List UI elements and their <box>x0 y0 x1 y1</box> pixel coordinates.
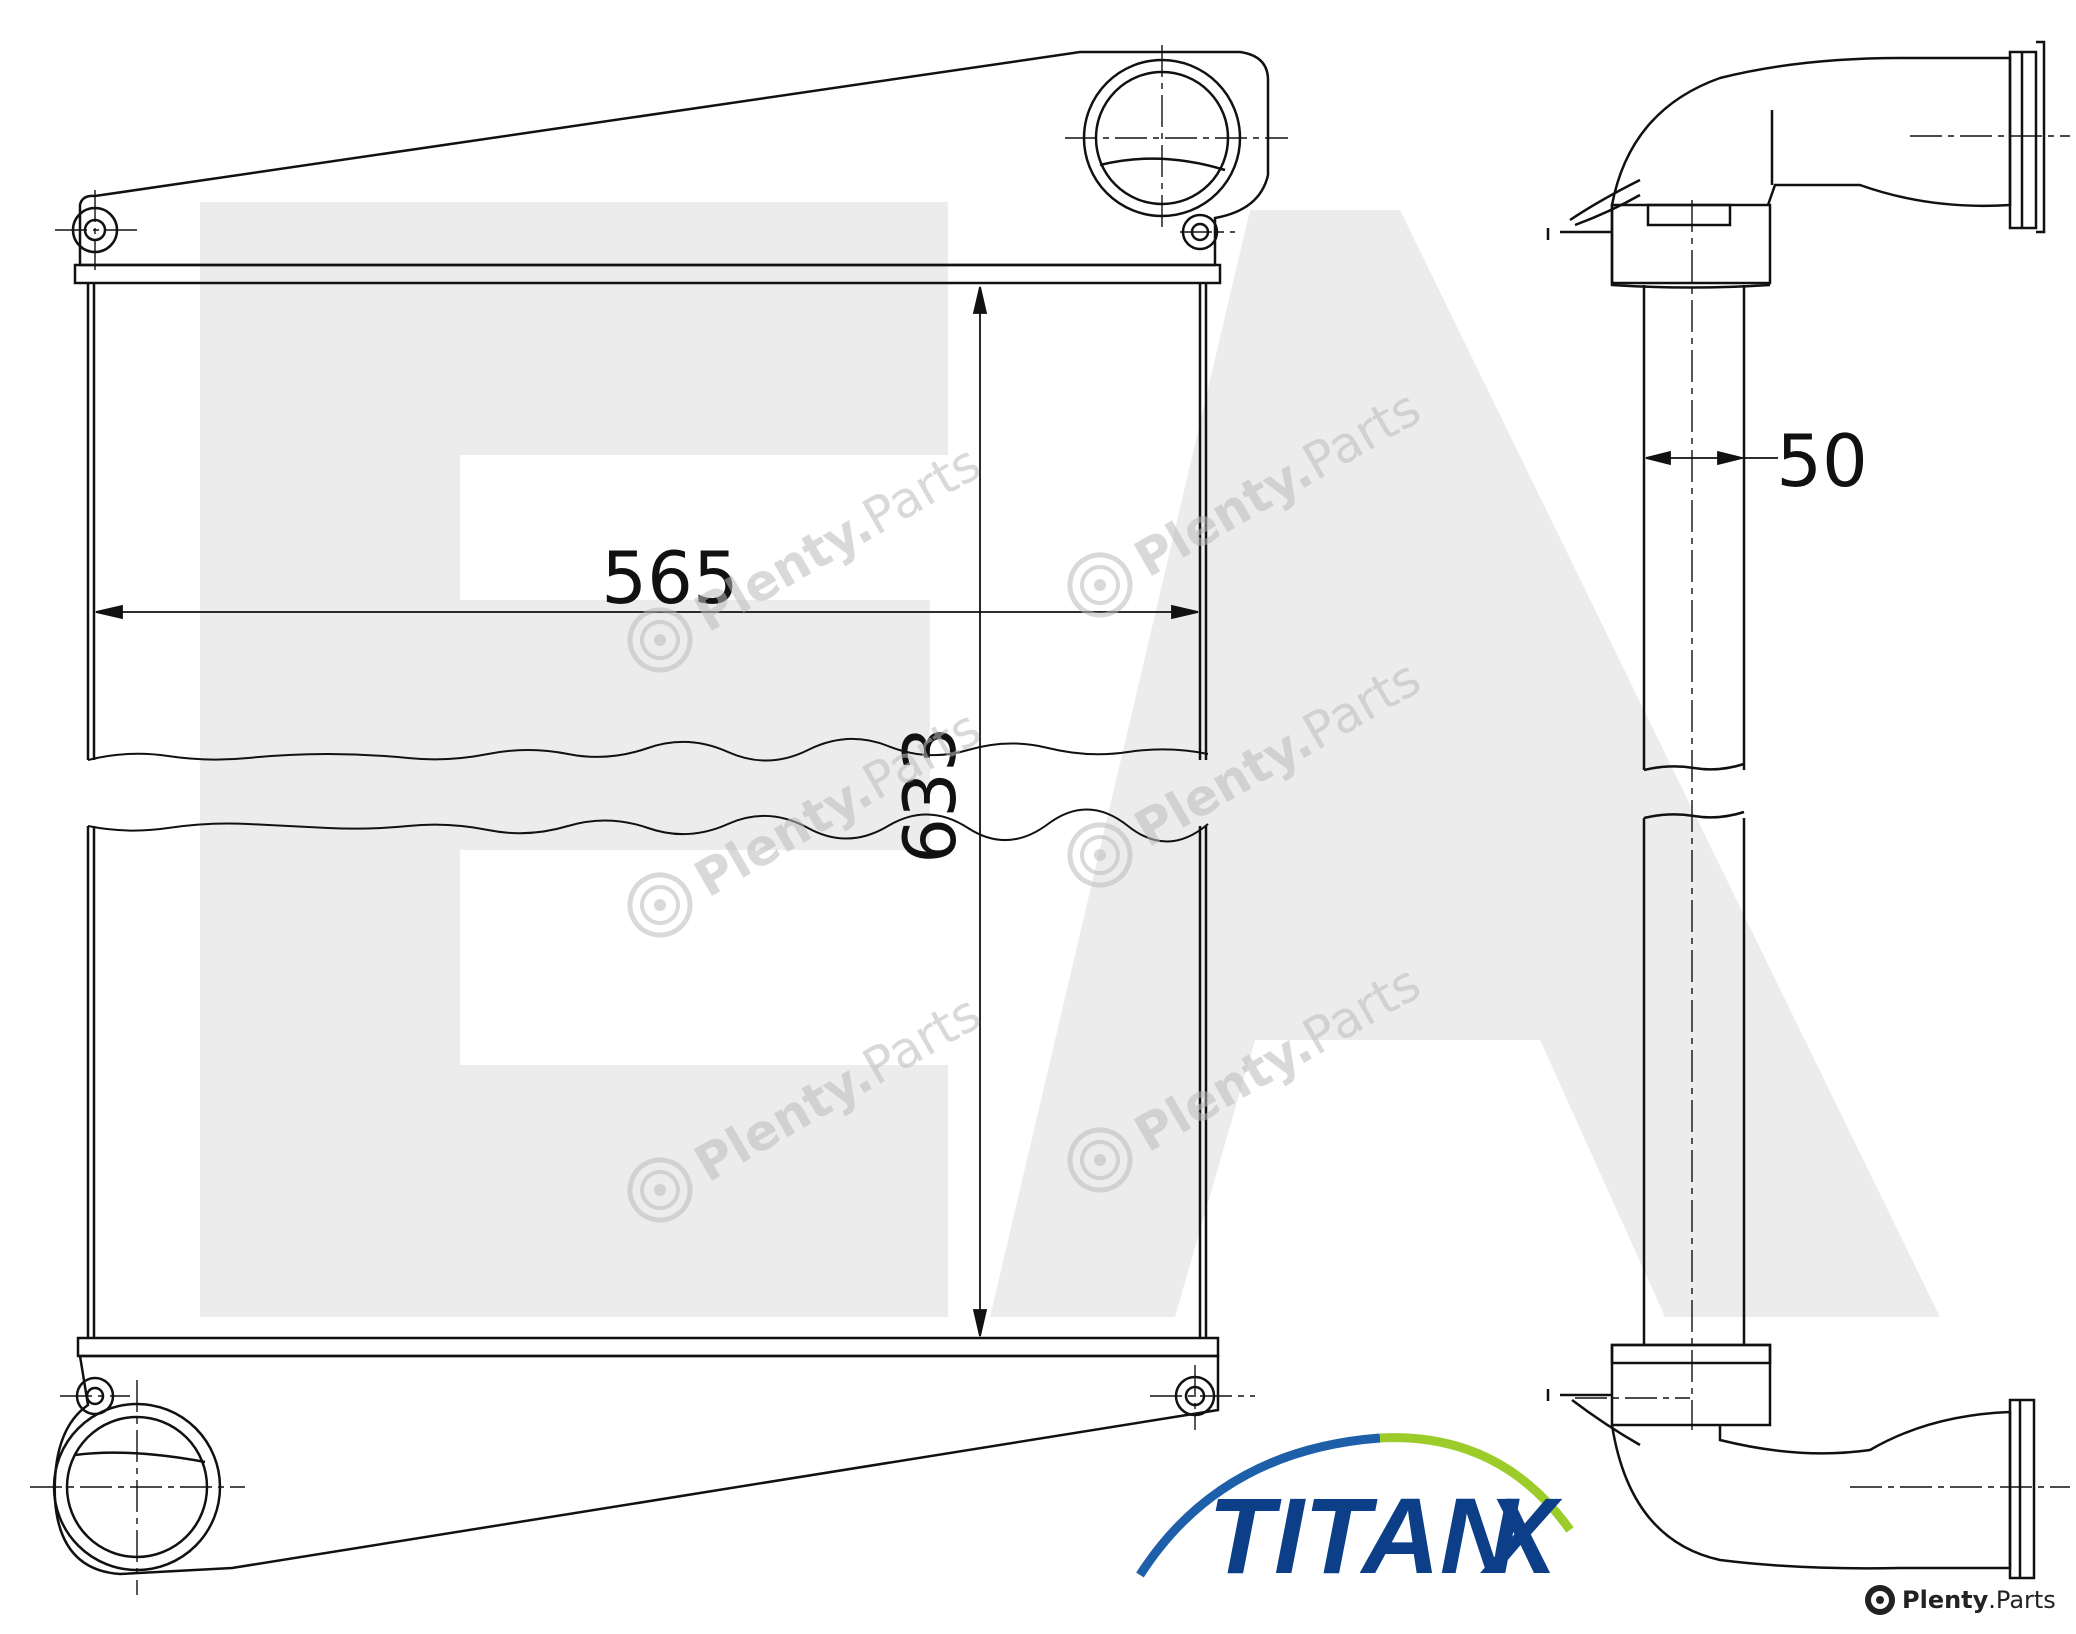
corner-watermark: Plenty.Parts <box>1865 1585 2056 1615</box>
side-top-elbow <box>1610 56 2012 208</box>
side-view <box>1546 40 2070 1580</box>
bottom-flange <box>76 1336 1220 1358</box>
brake-disc-icon <box>1865 1585 1895 1615</box>
depth-dimension-label: 50 <box>1776 419 1868 503</box>
titanx-logo: TITAN X <box>1136 1433 1574 1596</box>
break-line-lower <box>87 808 1209 843</box>
svg-text:Plenty.Parts: Plenty.Parts <box>1902 1586 2056 1614</box>
height-dimension-line <box>972 286 988 1337</box>
logo-arc-green <box>1379 1433 1574 1533</box>
background-watermark-letters <box>200 202 1940 1317</box>
front-view <box>30 45 1288 1595</box>
watermark-brake-disc-icon <box>627 1157 693 1223</box>
top-flange <box>73 263 1222 285</box>
bg-letter-a <box>990 210 1940 1317</box>
side-bottom-flange <box>2008 1398 2036 1580</box>
break-line-upper <box>87 737 1209 762</box>
bg-letter-e <box>200 202 948 1317</box>
corner-suffix: .Parts <box>1988 1586 2056 1614</box>
bottom-tank-outline <box>53 1354 1220 1576</box>
top-tank-outline <box>78 50 1270 267</box>
depth-dimension-line <box>1645 450 1778 466</box>
watermark-brake-disc-icon <box>1067 552 1133 618</box>
height-dimension-label: 633 <box>888 726 972 863</box>
side-bottom-elbow <box>1610 1410 2012 1570</box>
watermark-brake-disc-icon <box>627 872 693 938</box>
watermark-brake-disc-icon <box>1067 822 1133 888</box>
side-bottom-header <box>1610 1343 1772 1427</box>
logo-brand-x: X <box>1480 1475 1563 1596</box>
watermark-brake-disc-icon <box>627 607 693 673</box>
width-dimension-label: 565 <box>601 536 738 620</box>
corner-brand: Plenty <box>1902 1586 1989 1614</box>
logo-arc-blue <box>1136 1433 1381 1578</box>
side-top-header <box>1610 203 1772 285</box>
watermark-brake-disc-icon <box>1067 1127 1133 1193</box>
logo-brand-main: TITAN <box>1208 1475 1520 1596</box>
